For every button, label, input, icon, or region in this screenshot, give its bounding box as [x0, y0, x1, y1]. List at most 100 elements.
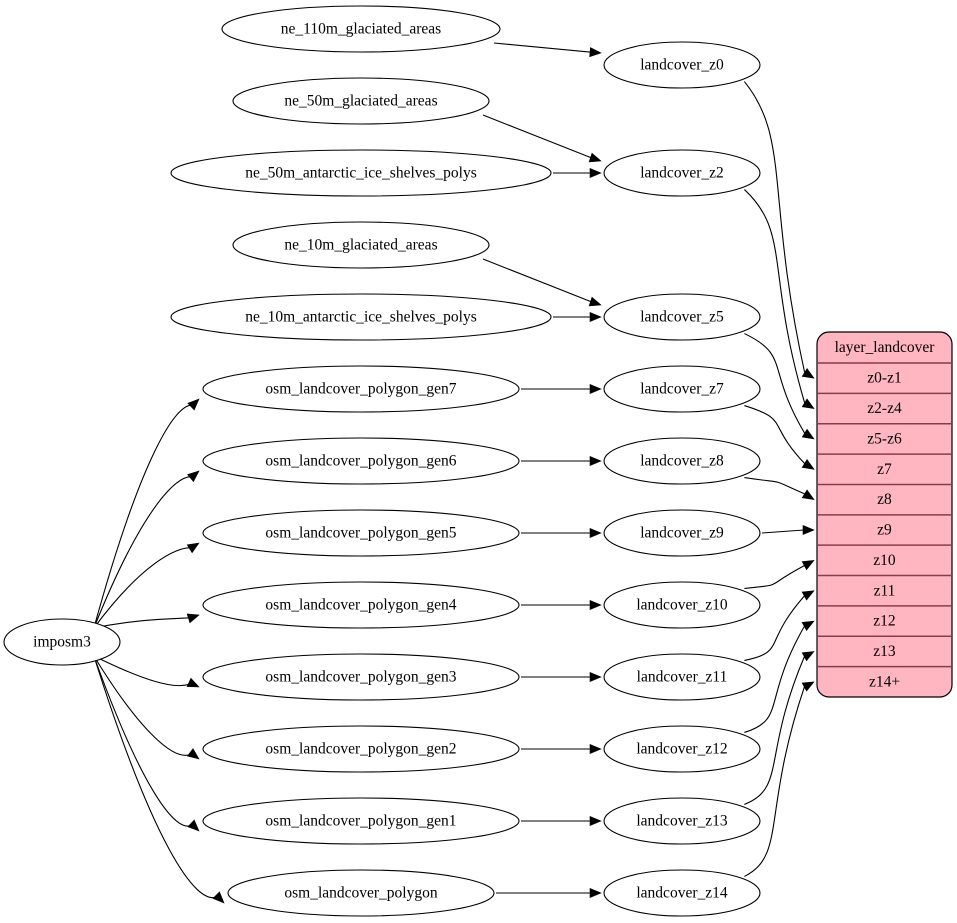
- node-label-ne_50m_antarctic_ice_shelves_polys: ne_50m_antarctic_ice_shelves_polys: [245, 165, 477, 182]
- table-row[interactable]: z14+: [869, 673, 900, 690]
- node-label-landcover_z10: landcover_z10: [636, 597, 727, 614]
- node-osm_landcover_polygon_gen2[interactable]: osm_landcover_polygon_gen2: [202, 725, 520, 773]
- node-ne_10m_glaciated_areas[interactable]: ne_10m_glaciated_areas: [232, 221, 490, 269]
- node-label-osm_landcover_polygon_gen3: osm_landcover_polygon_gen3: [265, 669, 456, 686]
- node-osm_landcover_polygon_gen1[interactable]: osm_landcover_polygon_gen1: [202, 797, 520, 845]
- node-ne_10m_antarctic_ice_shelves_polys[interactable]: ne_10m_antarctic_ice_shelves_polys: [170, 293, 552, 341]
- edge-osm_landcover_polygon-to-landcover_z14: [496, 887, 602, 899]
- table-row-label: z9: [877, 522, 892, 539]
- table-row[interactable]: z7: [877, 461, 892, 478]
- node-landcover_z0[interactable]: landcover_z0: [603, 41, 761, 89]
- node-osm_landcover_polygon_gen5[interactable]: osm_landcover_polygon_gen5: [202, 509, 520, 557]
- node-ne_110m_glaciated_areas[interactable]: ne_110m_glaciated_areas: [221, 5, 501, 53]
- table-node-layer-landcover[interactable]: layer_landcover z0-z1 z2-z4 z5-z6 z7 z8 z9 z10 z…: [816, 331, 953, 698]
- node-landcover_z2[interactable]: landcover_z2: [603, 149, 761, 197]
- node-imposm3[interactable]: imposm3: [3, 618, 121, 666]
- edge-ne_50m_glaciated_areas-to-landcover_z2: [482, 114, 602, 163]
- table-row[interactable]: z12: [873, 613, 895, 630]
- edge-osm_landcover_polygon_gen6-to-landcover_z8: [521, 455, 602, 467]
- node-landcover_z14[interactable]: landcover_z14: [603, 869, 761, 917]
- node-label-ne_50m_glaciated_areas: ne_50m_glaciated_areas: [284, 93, 437, 110]
- table-row-label: z10: [873, 552, 896, 569]
- edge-imposm3-to-osm_landcover_polygon_gen5: [93, 542, 200, 629]
- table-row-label: z8: [877, 491, 892, 508]
- node-osm_landcover_polygon_gen6[interactable]: osm_landcover_polygon_gen6: [202, 437, 520, 485]
- node-landcover_z9[interactable]: landcover_z9: [603, 509, 761, 557]
- node-osm_landcover_polygon_gen4[interactable]: osm_landcover_polygon_gen4: [202, 581, 520, 629]
- node-label-osm_landcover_polygon_gen7: osm_landcover_polygon_gen7: [265, 381, 456, 398]
- edge-landcover_z9-to-row-z9: [761, 524, 815, 536]
- node-osm_landcover_polygon_gen7[interactable]: osm_landcover_polygon_gen7: [202, 365, 520, 413]
- table-row[interactable]: z9: [877, 522, 892, 539]
- table-row[interactable]: z5-z6: [867, 430, 902, 447]
- edges-layer: [93, 42, 815, 904]
- table-row[interactable]: z0-z1: [867, 370, 901, 387]
- edge-landcover_z2-to-row-z2-z4: [744, 189, 815, 409]
- table-row-label: z11: [874, 582, 896, 599]
- node-ne_50m_glaciated_areas[interactable]: ne_50m_glaciated_areas: [232, 77, 490, 125]
- edge-imposm3-to-osm_landcover_polygon: [93, 655, 225, 904]
- node-landcover_z10[interactable]: landcover_z10: [603, 581, 761, 629]
- edge-imposm3-to-osm_landcover_polygon_gen6: [93, 470, 200, 629]
- node-label-osm_landcover_polygon_gen4: osm_landcover_polygon_gen4: [265, 597, 456, 614]
- node-label-landcover_z5: landcover_z5: [640, 309, 724, 326]
- node-landcover_z8[interactable]: landcover_z8: [603, 437, 761, 485]
- table-row-label: z7: [877, 461, 892, 478]
- edge-imposm3-to-osm_landcover_polygon_gen1: [93, 655, 200, 832]
- table-row[interactable]: z8: [877, 491, 892, 508]
- edge-osm_landcover_polygon_gen4-to-landcover_z10: [521, 599, 602, 611]
- table-row[interactable]: z2-z4: [867, 400, 902, 417]
- node-label-osm_landcover_polygon_gen1: osm_landcover_polygon_gen1: [265, 813, 456, 830]
- edge-landcover_z13-to-row-z13: [744, 651, 815, 805]
- table-row[interactable]: z10: [873, 552, 896, 569]
- node-landcover_z7[interactable]: landcover_z7: [603, 365, 761, 413]
- edge-osm_landcover_polygon_gen2-to-landcover_z12: [521, 743, 602, 755]
- node-label-osm_landcover_polygon_gen6: osm_landcover_polygon_gen6: [265, 453, 456, 470]
- node-label-ne_110m_glaciated_areas: ne_110m_glaciated_areas: [281, 21, 441, 38]
- node-label-landcover_z2: landcover_z2: [640, 165, 724, 182]
- table-row-label: z12: [873, 613, 895, 630]
- node-landcover_z11[interactable]: landcover_z11: [603, 653, 761, 701]
- node-label-osm_landcover_polygon_gen5: osm_landcover_polygon_gen5: [265, 525, 456, 542]
- edge-osm_landcover_polygon_gen7-to-landcover_z7: [521, 383, 602, 395]
- node-ne_50m_antarctic_ice_shelves_polys[interactable]: ne_50m_antarctic_ice_shelves_polys: [170, 149, 552, 197]
- edge-landcover_z8-to-row-z8: [744, 477, 815, 501]
- node-label-landcover_z0: landcover_z0: [640, 57, 724, 74]
- edge-imposm3-to-osm_landcover_polygon_gen2: [93, 655, 200, 760]
- table-header-label: layer_landcover: [835, 339, 936, 356]
- nodes-layer: imposm3 ne_110m_glaciated_areas ne_50m_gla…: [3, 5, 761, 917]
- table-row[interactable]: z13: [873, 643, 896, 660]
- node-label-landcover_z13: landcover_z13: [636, 813, 727, 830]
- edge-ne_10m_antarctic_ice_shelves_polys-to-landcover_z5: [553, 311, 602, 323]
- node-label-landcover_z12: landcover_z12: [636, 741, 727, 758]
- node-label-ne_10m_glaciated_areas: ne_10m_glaciated_areas: [284, 237, 437, 254]
- edge-imposm3-to-osm_landcover_polygon_gen3: [93, 655, 200, 688]
- table-row-label: z5-z6: [867, 430, 902, 447]
- edge-landcover_z11-to-row-z11: [744, 590, 815, 661]
- node-osm_landcover_polygon_gen3[interactable]: osm_landcover_polygon_gen3: [202, 653, 520, 701]
- edge-landcover_z12-to-row-z12: [744, 620, 815, 733]
- edge-imposm3-to-osm_landcover_polygon_gen7: [93, 398, 200, 629]
- edge-ne_50m_antarctic_ice_shelves_polys-to-landcover_z2: [553, 167, 602, 179]
- node-label-ne_10m_antarctic_ice_shelves_polys: ne_10m_antarctic_ice_shelves_polys: [245, 309, 477, 326]
- edge-landcover_z0-to-row-z0-z1: [743, 81, 815, 379]
- node-label-landcover_z9: landcover_z9: [640, 525, 724, 542]
- node-landcover_z13[interactable]: landcover_z13: [603, 797, 761, 845]
- table-row-label: z13: [873, 643, 896, 660]
- table-row-label: z2-z4: [867, 400, 902, 417]
- node-label-osm_landcover_polygon_gen2: osm_landcover_polygon_gen2: [265, 741, 456, 758]
- node-label-landcover_z7: landcover_z7: [640, 381, 724, 398]
- node-landcover_z12[interactable]: landcover_z12: [603, 725, 761, 773]
- node-label-imposm3: imposm3: [33, 634, 91, 651]
- edge-osm_landcover_polygon_gen3-to-landcover_z11: [521, 671, 602, 683]
- edge-osm_landcover_polygon_gen1-to-landcover_z13: [521, 815, 602, 827]
- table-row-label: z14+: [869, 673, 900, 690]
- node-label-landcover_z11: landcover_z11: [637, 669, 728, 686]
- node-osm_landcover_polygon[interactable]: osm_landcover_polygon: [227, 869, 495, 917]
- table-row[interactable]: z11: [874, 582, 896, 599]
- node-landcover_z5[interactable]: landcover_z5: [603, 293, 761, 341]
- edge-landcover_z14-to-row-z14+: [744, 681, 815, 877]
- edge-osm_landcover_polygon_gen5-to-landcover_z9: [521, 527, 602, 539]
- node-label-osm_landcover_polygon: osm_landcover_polygon: [284, 885, 438, 902]
